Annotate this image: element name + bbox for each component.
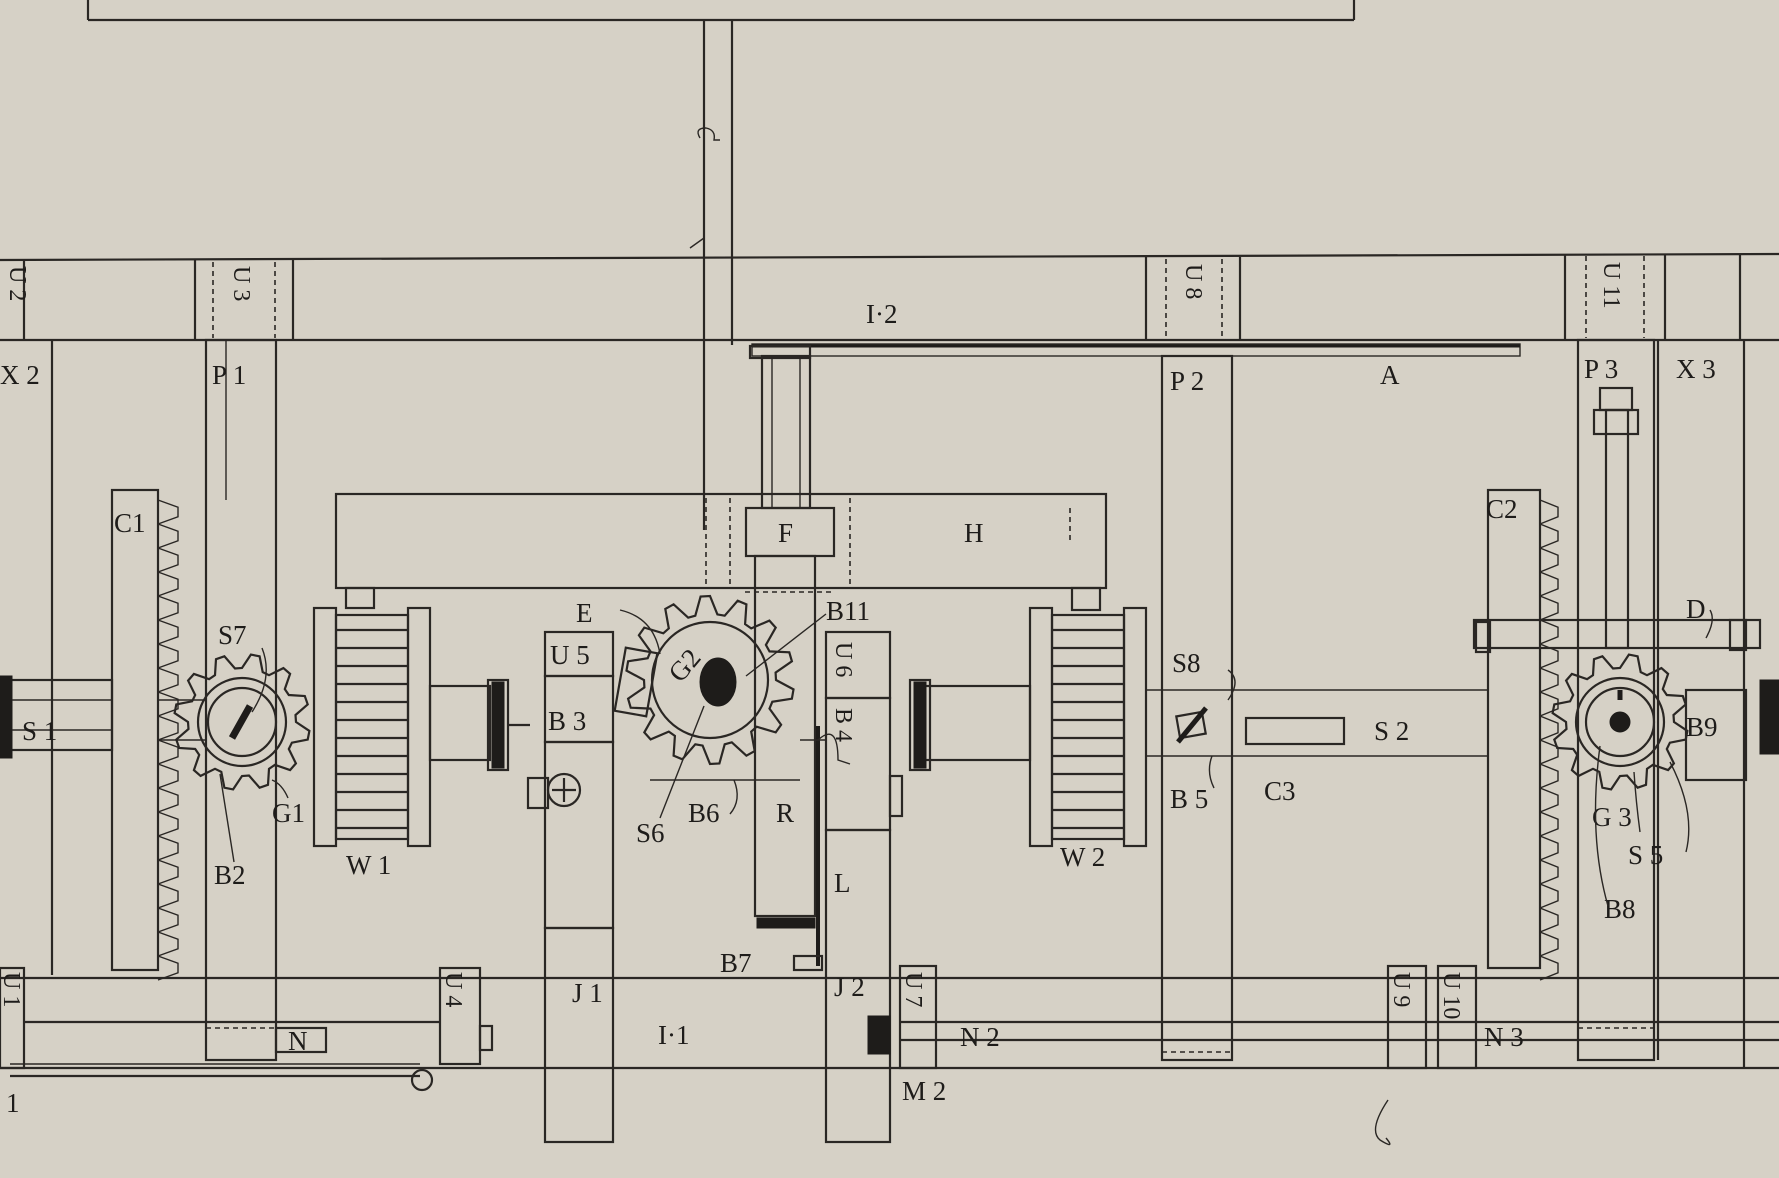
label-j2: J 2 — [834, 972, 865, 1002]
rail-i1 — [0, 964, 1779, 1092]
label-m2: M 2 — [902, 1076, 946, 1106]
label-u7: U 7 — [900, 972, 926, 1007]
label-b9: B9 — [1686, 712, 1718, 742]
label-b7: B7 — [720, 948, 752, 978]
lever-l — [792, 726, 851, 972]
vertical-shaft — [689, 20, 734, 530]
label-p1: P 1 — [212, 360, 246, 390]
wheel-w1 — [312, 586, 530, 848]
gear-g2 — [613, 594, 800, 781]
label-u9: U 9 — [1388, 972, 1414, 1007]
label-b6: B6 — [688, 798, 720, 828]
label-n2: N 2 — [960, 1022, 1000, 1052]
label-j1: J 1 — [572, 978, 603, 1008]
label-b2: B2 — [214, 860, 246, 890]
label-p2: P 2 — [1170, 366, 1204, 396]
label-u11: U 11 — [1598, 262, 1624, 308]
label-u6: U 6 — [830, 642, 856, 677]
label-g1: G1 — [272, 798, 305, 828]
label-one: 1 — [6, 1088, 20, 1118]
label-x2: X 2 — [0, 360, 40, 390]
label-e: E — [576, 598, 593, 628]
wheel-w2 — [908, 606, 1148, 848]
leader-lines — [219, 609, 1713, 1146]
label-w2: W 2 — [1060, 842, 1105, 872]
column-p2 — [1146, 354, 1488, 1062]
label-n3: N 3 — [1484, 1022, 1524, 1052]
diagram-labels: X 2 P 1 U 3 U 2 U 8 U 11 I·2 A P 2 P 3 X… — [0, 262, 1718, 1118]
label-b5: B 5 — [1170, 784, 1208, 814]
label-u4: U 4 — [440, 972, 466, 1007]
rack-c1 — [110, 488, 179, 981]
label-u8: U 8 — [1180, 264, 1206, 299]
label-h: H — [964, 518, 984, 548]
label-d: D — [1686, 594, 1706, 624]
label-s7: S7 — [218, 620, 247, 650]
gear-g1 — [173, 653, 311, 791]
block-u6-b4 — [824, 630, 904, 1144]
rack-c2 — [1486, 488, 1559, 981]
beam-i2 — [0, 252, 1779, 342]
label-b4: B 4 — [830, 708, 856, 742]
label-b8: B8 — [1604, 894, 1636, 924]
label-s1: S 1 — [22, 716, 57, 746]
label-s6: S6 — [636, 818, 665, 848]
label-s2: S 2 — [1374, 716, 1409, 746]
gear-g3 — [1551, 653, 1689, 791]
label-s5: S 5 — [1628, 840, 1663, 870]
label-n: N — [288, 1026, 308, 1056]
label-x3: X 3 — [1676, 354, 1716, 384]
label-s8: S8 — [1172, 648, 1201, 678]
label-l: L — [834, 868, 851, 898]
label-u5: U 5 — [550, 640, 590, 670]
label-b3: B 3 — [548, 706, 586, 736]
label-g3: G 3 — [1592, 802, 1632, 832]
right-columns — [1472, 338, 1779, 1068]
label-c1: C1 — [114, 508, 146, 538]
shaft-s1 — [0, 675, 205, 759]
label-u10: U 10 — [1438, 972, 1464, 1019]
label-c3: C3 — [1264, 776, 1296, 806]
beam-h — [334, 492, 1108, 612]
left-columns — [50, 338, 278, 1062]
label-u3: U 3 — [228, 266, 254, 301]
label-f: F — [778, 518, 793, 548]
label-i1: I·1 — [658, 1020, 689, 1050]
top-frame — [86, 0, 1356, 22]
label-b11: B11 — [826, 596, 870, 626]
label-c2: C2 — [1486, 494, 1518, 524]
label-u1: U 1 — [0, 972, 24, 1007]
label-u2: U 2 — [4, 266, 30, 301]
central-piston — [745, 354, 835, 929]
label-p3: P 3 — [1584, 354, 1618, 384]
rod-a — [748, 343, 1521, 360]
label-i2: I·2 — [866, 299, 897, 329]
label-a: A — [1380, 360, 1400, 390]
label-w1: W 1 — [346, 850, 391, 880]
label-r: R — [776, 798, 794, 828]
